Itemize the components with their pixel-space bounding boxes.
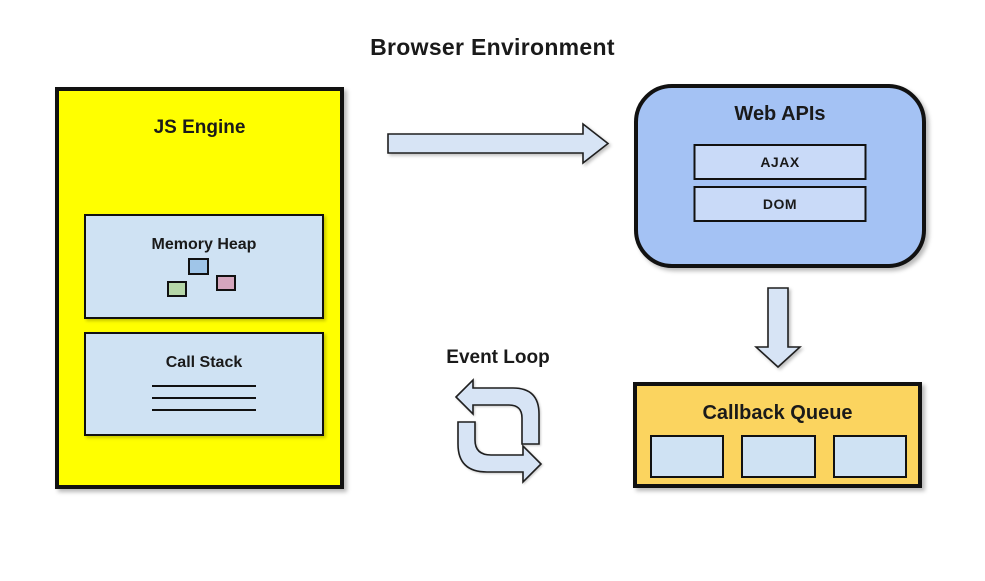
- stack-frame-line: [152, 409, 256, 411]
- stack-frame-line: [152, 397, 256, 399]
- webapis-to-queue-arrow-icon: [754, 287, 802, 369]
- event-loop-icon: [454, 378, 542, 484]
- js-engine-label: JS Engine: [153, 117, 246, 138]
- js-to-webapis-arrow-icon: [387, 122, 610, 165]
- heap-block-blue: [188, 258, 209, 275]
- web-apis-box: Web APIs AJAX DOM: [634, 84, 926, 268]
- call-stack-label: Call Stack: [165, 354, 243, 371]
- memory-heap-label: Memory Heap: [151, 236, 257, 253]
- queue-slot: [650, 435, 725, 478]
- api-item-dom: DOM: [693, 186, 867, 222]
- diagram-title: Browser Environment: [370, 34, 615, 60]
- callback-queue-label: Callback Queue: [702, 402, 853, 424]
- event-loop-group: Event Loop: [442, 347, 554, 489]
- api-item-ajax: AJAX: [693, 144, 867, 180]
- call-stack-box: Call Stack: [84, 332, 324, 436]
- js-engine-box: JS Engine Memory Heap Call Stack: [55, 87, 344, 489]
- event-loop-label: Event Loop: [446, 347, 550, 368]
- memory-heap-box: Memory Heap: [84, 214, 324, 319]
- queue-slots: [650, 435, 907, 478]
- heap-block-pink: [216, 275, 236, 291]
- web-apis-label: Web APIs: [734, 103, 826, 125]
- queue-slot: [832, 435, 907, 478]
- stack-frame-line: [152, 385, 256, 387]
- heap-block-green: [167, 281, 187, 297]
- callback-queue-box: Callback Queue: [633, 382, 922, 488]
- queue-slot: [741, 435, 816, 478]
